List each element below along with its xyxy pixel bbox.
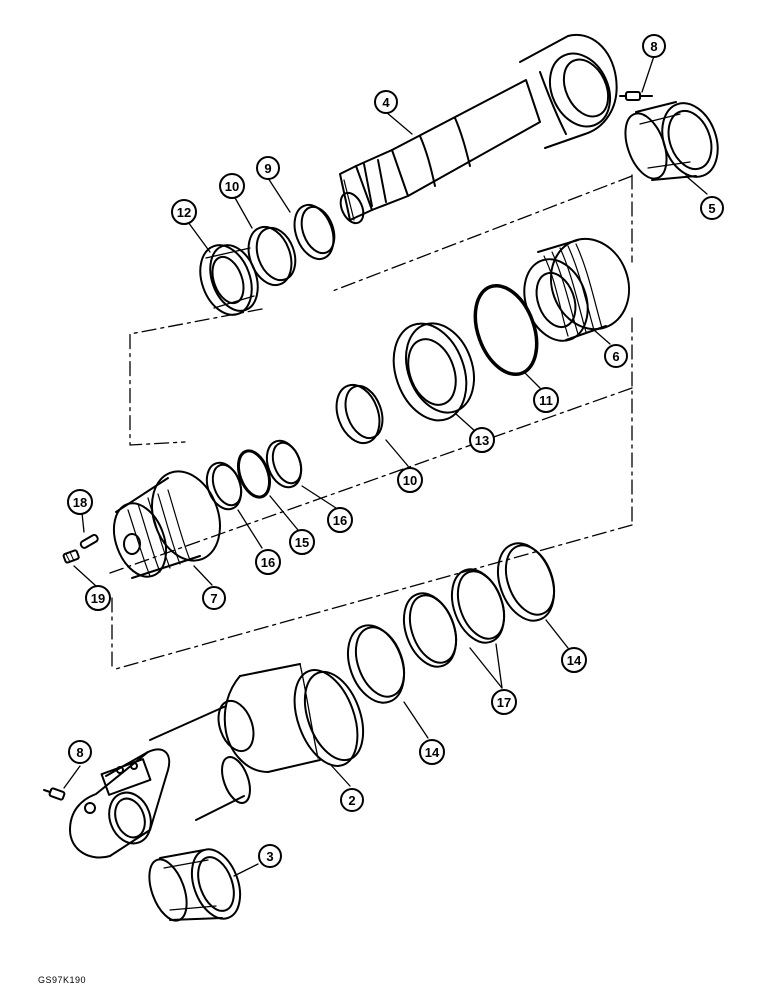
ring-part-9 <box>293 203 336 261</box>
o-ring-part-15 <box>236 449 272 499</box>
backup-ring-part-13 <box>392 322 475 422</box>
callout-label: 14 <box>425 745 440 760</box>
alignment-lines <box>109 174 633 671</box>
callout-7: 7 <box>202 586 226 610</box>
callout-label: 5 <box>708 201 715 216</box>
callout-label: 15 <box>295 535 309 550</box>
callout-10-top: 10 <box>219 173 245 199</box>
ring-part-16-left <box>205 461 243 511</box>
callout-15: 15 <box>289 529 315 555</box>
callout-9: 9 <box>256 156 280 180</box>
callout-label: 10 <box>225 179 239 194</box>
callout-label: 7 <box>210 591 217 606</box>
callout-8-bottom: 8 <box>68 740 92 764</box>
callout-label: 13 <box>475 433 489 448</box>
callout-12: 12 <box>171 199 197 225</box>
callout-label: 16 <box>333 513 347 528</box>
callout-label: 9 <box>264 161 271 176</box>
callout-label: 10 <box>403 473 417 488</box>
callout-label: 4 <box>382 95 390 110</box>
set-screw-part-19 <box>62 549 80 564</box>
ring-part-10-top <box>247 225 297 287</box>
callout-6: 6 <box>604 344 628 368</box>
callout-label: 6 <box>612 349 619 364</box>
callout-label: 16 <box>261 555 275 570</box>
bushing-part-3 <box>148 848 242 922</box>
piston-rod-part-4 <box>339 33 618 225</box>
ring-part-10-mid <box>335 383 384 445</box>
leader-lines <box>63 55 708 877</box>
callout-3: 3 <box>258 844 282 868</box>
callout-label: 3 <box>266 849 273 864</box>
callout-label: 12 <box>177 205 191 220</box>
reference-code: GS97K190 <box>38 975 87 985</box>
callout-10-mid: 10 <box>397 467 423 493</box>
callout-19: 19 <box>85 585 111 611</box>
gland-part-6 <box>523 237 631 342</box>
callout-label: 2 <box>348 793 355 808</box>
ring-part-14-left <box>346 624 406 704</box>
callout-label: 11 <box>539 393 553 408</box>
pin-part-18 <box>79 534 99 549</box>
callout-11: 11 <box>533 387 559 413</box>
ring-part-17-b <box>402 592 458 668</box>
callout-label: 19 <box>91 591 105 606</box>
callout-8-top: 8 <box>642 34 666 58</box>
ring-part-14-right <box>496 542 556 622</box>
callout-label: 8 <box>650 39 657 54</box>
callout-4: 4 <box>374 90 398 114</box>
o-ring-part-11 <box>473 283 539 377</box>
ring-part-16-right <box>265 439 303 489</box>
callout-16-right: 16 <box>327 507 353 533</box>
callout-18: 18 <box>67 489 93 515</box>
callout-16-left: 16 <box>255 549 281 575</box>
callout-label: 14 <box>567 653 582 668</box>
piston-part-7 <box>112 470 221 579</box>
callout-14-left: 14 <box>419 739 445 765</box>
bushing-part-5 <box>624 101 719 181</box>
callout-14-right: 14 <box>561 647 587 673</box>
wiper-seal-part-12 <box>199 244 259 316</box>
ring-part-17-a <box>450 568 506 644</box>
callout-5: 5 <box>700 196 724 220</box>
callout-2: 2 <box>340 788 364 812</box>
grease-fitting-part-8-top <box>619 91 653 101</box>
callout-label: 17 <box>497 695 511 710</box>
callout-13: 13 <box>469 427 495 453</box>
callout-label: 18 <box>73 495 87 510</box>
callout-17: 17 <box>491 689 517 715</box>
barrel-part-2 <box>69 663 365 859</box>
grease-fitting-part-8-bottom <box>43 787 66 801</box>
callout-label: 8 <box>76 745 83 760</box>
